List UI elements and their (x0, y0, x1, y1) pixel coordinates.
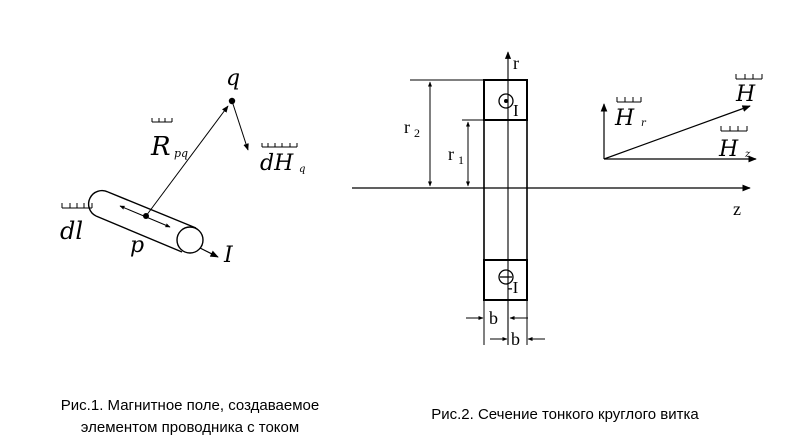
figure2-coil-cross-section: I -I r 2 r 1 b b r z (352, 51, 763, 423)
figure1-caption-line2: элементом проводника с током (81, 419, 299, 436)
svg-text:r: r (404, 117, 410, 137)
label-r-pq: R pq (150, 118, 188, 162)
h-vector (603, 105, 751, 160)
svg-text:dl: dl (60, 217, 83, 245)
label-r-axis: r (513, 53, 519, 73)
svg-text:r: r (448, 144, 454, 164)
h-vector-diagram (600, 103, 757, 163)
top-conductor-square (483, 79, 528, 121)
label-b1: b (489, 308, 498, 328)
figure2-caption: Рис.2. Сечение тонкого круглого витка (431, 406, 699, 423)
r-pq-vector (145, 105, 229, 217)
label-i-top: I (513, 101, 519, 120)
svg-text:H: H (614, 106, 635, 131)
label-r2: r 2 (404, 117, 420, 140)
label-p: p (130, 233, 144, 258)
label-q: q (226, 66, 240, 91)
svg-text:r: r (641, 118, 647, 129)
label-current-i: I (223, 243, 234, 268)
label-b2: b (511, 329, 520, 349)
label-hr: H r (614, 97, 647, 131)
label-r1: r 1 (448, 144, 464, 167)
label-hz: H z (718, 126, 751, 162)
svg-text:R: R (150, 132, 171, 162)
svg-text:dH: dH (260, 151, 294, 176)
label-dl: dl (60, 203, 93, 245)
dh-vector (231, 100, 249, 151)
svg-text:z: z (744, 149, 751, 160)
svg-text:q: q (299, 164, 305, 175)
bottom-conductor-square (483, 259, 528, 301)
svg-text:H: H (735, 82, 756, 107)
label-h: H (735, 74, 763, 107)
figure1-magnetic-field-diagram: q R pq dH q dl (60, 66, 319, 436)
svg-text:pq: pq (174, 147, 188, 160)
label-z-axis: z (733, 199, 741, 219)
svg-text:2: 2 (414, 126, 420, 140)
figure1-caption-line1: Рис.1. Магнитное поле, создаваемое (61, 397, 319, 414)
label-i-bottom: -I (507, 278, 519, 297)
svg-text:H: H (718, 137, 739, 162)
svg-text:1: 1 (458, 153, 464, 167)
label-dh-q: dH q (260, 143, 305, 176)
conductor-cylinder (87, 189, 204, 254)
current-dot-symbol (498, 93, 514, 109)
current-arrow (199, 247, 219, 258)
current-cross-symbol (498, 269, 514, 285)
